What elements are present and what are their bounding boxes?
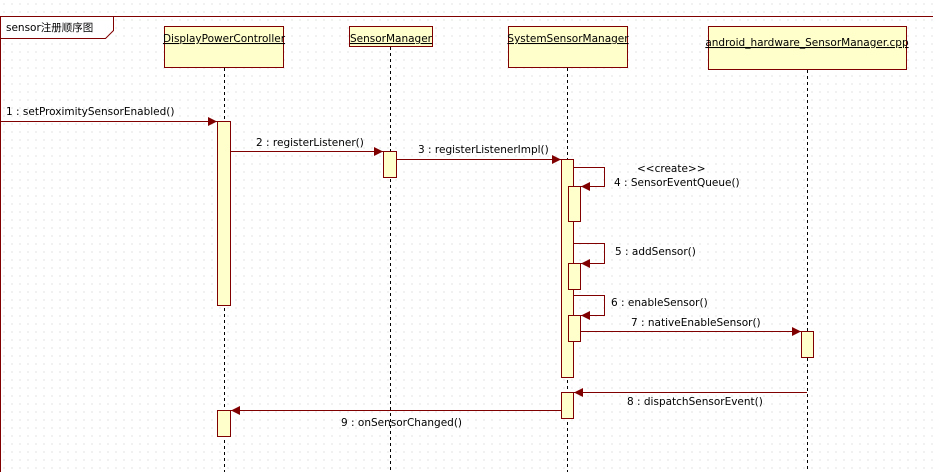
message-label: 2 : registerListener(): [256, 137, 364, 149]
activation-enable-sensor: [568, 315, 581, 342]
message-label: 8 : dispatchSensorEvent(): [627, 396, 763, 408]
activation-on-sensor-changed: [217, 410, 231, 437]
message-sensor-event-queue[interactable]: <<create>> 4 : SensorEventQueue(): [574, 163, 740, 191]
message-dispatch-sensor-event[interactable]: 8 : dispatchSensorEvent(): [574, 388, 807, 409]
lifeline-header-native-sensor-manager[interactable]: android_hardware_SensorManager.cpp: [705, 26, 909, 70]
message-label: 4 : SensorEventQueue(): [614, 177, 740, 189]
activation-display-power-controller: [217, 121, 231, 306]
activation-sensor-event-queue: [568, 186, 581, 222]
message-register-listener[interactable]: 2 : registerListener(): [231, 137, 383, 156]
activation-native-enable-sensor: [801, 331, 814, 358]
message-label: 6 : enableSensor(): [611, 297, 708, 309]
lifeline-name: SystemSensorManager: [507, 33, 629, 45]
message-label: 1 : setProximitySensorEnabled(): [6, 106, 175, 118]
lifeline-name: SensorManager: [350, 33, 433, 45]
activation-add-sensor: [568, 263, 581, 290]
message-label: 5 : addSensor(): [615, 246, 696, 258]
message-register-listener-impl[interactable]: 3 : registerListenerImpl(): [397, 144, 561, 164]
lifeline-header-display-power-controller[interactable]: DisplayPowerController: [163, 26, 286, 68]
message-label: 3 : registerListenerImpl(): [418, 144, 549, 156]
lifeline-name: android_hardware_SensorManager.cpp: [705, 37, 909, 49]
message-set-proximity-sensor-enabled[interactable]: 1 : setProximitySensorEnabled(): [0, 106, 217, 126]
lifeline-header-sensor-manager[interactable]: SensorManager: [349, 26, 433, 47]
message-label: 7 : nativeEnableSensor(): [631, 317, 761, 329]
lifeline-header-system-sensor-manager[interactable]: SystemSensorManager: [507, 26, 629, 68]
message-label: 9 : onSensorChanged(): [341, 417, 462, 429]
frame-title: sensor注册顺序图: [6, 21, 93, 34]
lifeline-name: DisplayPowerController: [163, 33, 286, 45]
message-enable-sensor[interactable]: 6 : enableSensor(): [574, 295, 708, 320]
message-native-enable-sensor[interactable]: 7 : nativeEnableSensor(): [581, 317, 801, 336]
activation-dispatch-sensor-event: [561, 392, 574, 419]
message-add-sensor[interactable]: 5 : addSensor(): [574, 243, 696, 268]
message-on-sensor-changed[interactable]: 9 : onSensorChanged(): [231, 406, 561, 430]
frame-title-tab: [0, 16, 114, 39]
activation-sensor-manager: [383, 151, 397, 178]
message-stereotype: <<create>>: [637, 163, 706, 175]
